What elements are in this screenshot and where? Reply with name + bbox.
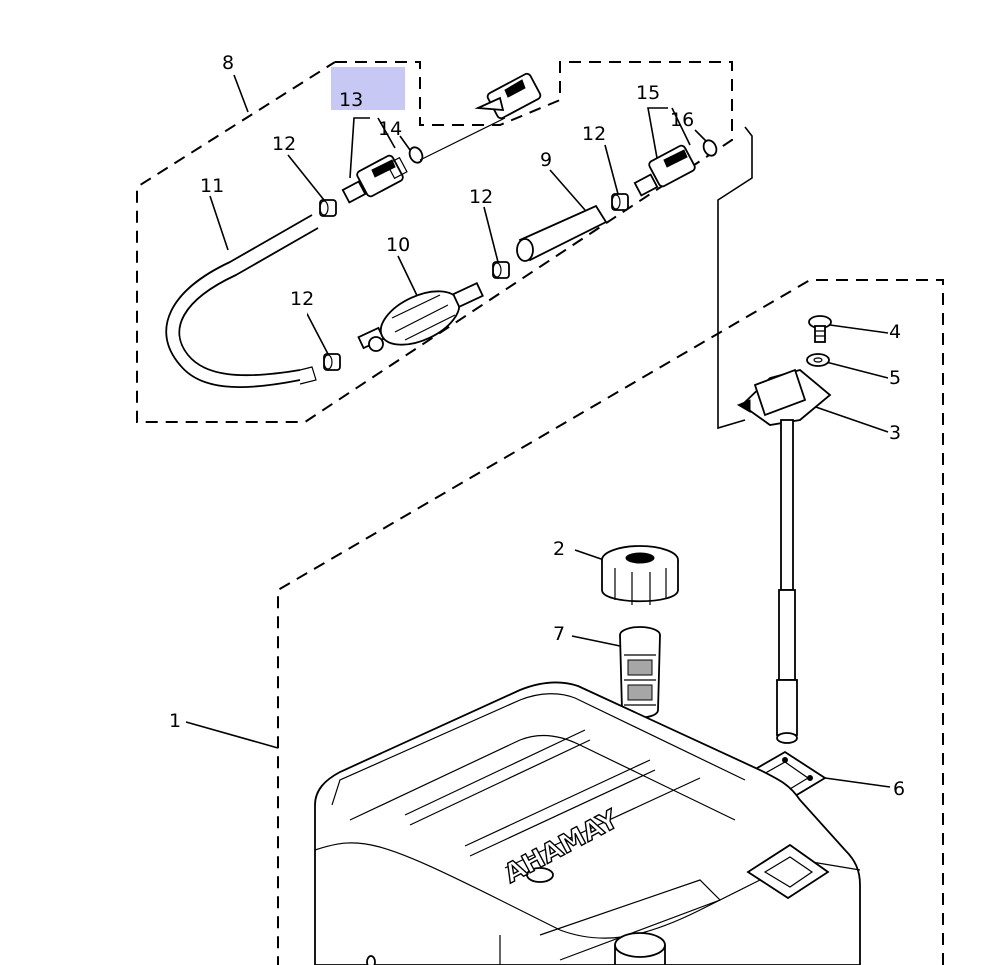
callout-labels: 1 2 3 4 5 6 7 8 9 10 11 12 12 12 12 13 1…	[169, 52, 905, 800]
callout-4: 4	[889, 321, 901, 343]
primer-bulb-part-10[interactable]	[357, 280, 484, 355]
screw-part-4[interactable]	[808, 315, 832, 343]
callout-9: 9	[540, 149, 552, 171]
callout-5: 5	[889, 367, 901, 389]
engine-connector	[419, 72, 542, 161]
callout-6: 6	[893, 778, 905, 800]
washer-part-5[interactable]	[806, 353, 830, 367]
callout-15: 15	[636, 82, 660, 104]
callout-8: 8	[222, 52, 234, 74]
callout-14: 14	[378, 118, 402, 140]
callout-2: 2	[553, 538, 565, 560]
hose-clamp-part-12c[interactable]	[611, 193, 629, 211]
hose-clamp-part-12b[interactable]	[492, 261, 510, 279]
fuel-gauge-part-3[interactable]	[736, 368, 832, 744]
hose-clamp-part-12a[interactable]	[319, 199, 337, 217]
o-ring-part-14[interactable]	[407, 145, 425, 165]
o-ring-part-16[interactable]	[701, 138, 719, 158]
fuel-cap-part-2[interactable]	[601, 545, 679, 605]
fuel-joint-part-15[interactable]	[633, 144, 696, 197]
fuel-joint-part-13[interactable]	[341, 154, 408, 204]
callout-12a: 12	[272, 133, 296, 155]
callout-12c: 12	[582, 123, 606, 145]
selected-part-highlight	[331, 67, 405, 110]
fuel-hose-part-11[interactable]	[165, 214, 319, 388]
callout-12b: 12	[469, 186, 493, 208]
callout-11: 11	[200, 175, 224, 197]
connector-link-line	[717, 126, 753, 430]
callout-10: 10	[386, 234, 410, 256]
callout-12d: 12	[290, 288, 314, 310]
hose-clamp-part-12d[interactable]	[323, 353, 341, 371]
leader-lines	[185, 74, 891, 788]
fuel-tank-part-1[interactable]: YAMAHA	[314, 681, 861, 965]
callout-3: 3	[889, 422, 901, 444]
fuel-hose-part-9[interactable]	[516, 204, 608, 262]
callout-13[interactable]: 13	[339, 89, 363, 111]
callout-7: 7	[553, 623, 565, 645]
callout-1: 1	[169, 710, 181, 732]
callout-16: 16	[670, 109, 694, 131]
